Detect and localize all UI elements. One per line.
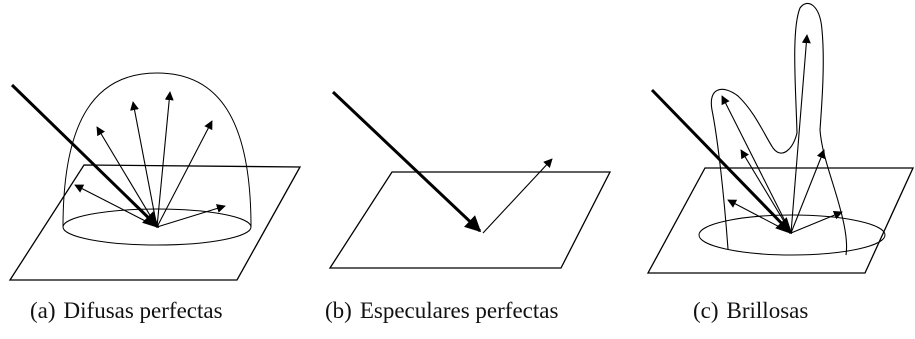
caption-specular: (b) Especulares perfectas [325,299,558,322]
panel-diffuse [8,72,302,281]
caption-title: Difusas perfectas [63,298,223,323]
incident-ray [10,83,160,229]
surface-plane [646,167,915,274]
caption-glossy: (c) Brillosas [693,299,808,322]
surface-plane [328,171,612,269]
caption-tag: (c) [693,298,719,323]
surface-plane [8,164,302,281]
caption-title: Especulares perfectas [359,298,559,323]
caption-tag: (b) [325,298,352,323]
incident-ray [331,90,482,233]
caption-diffuse: (a) Difusas perfectas [30,299,223,322]
caption-title: Brillosas [726,298,809,323]
panel-specular [328,90,612,269]
diffuse-reflected-rays [74,91,226,228]
specular-reflected-ray [482,158,553,234]
incident-ray [650,88,793,235]
hemisphere-dome [62,72,252,228]
caption-tag: (a) [30,298,56,323]
panel-glossy [646,3,915,274]
glossy-lobe-outline [710,3,848,256]
glossy-reflected-rays [721,34,843,234]
